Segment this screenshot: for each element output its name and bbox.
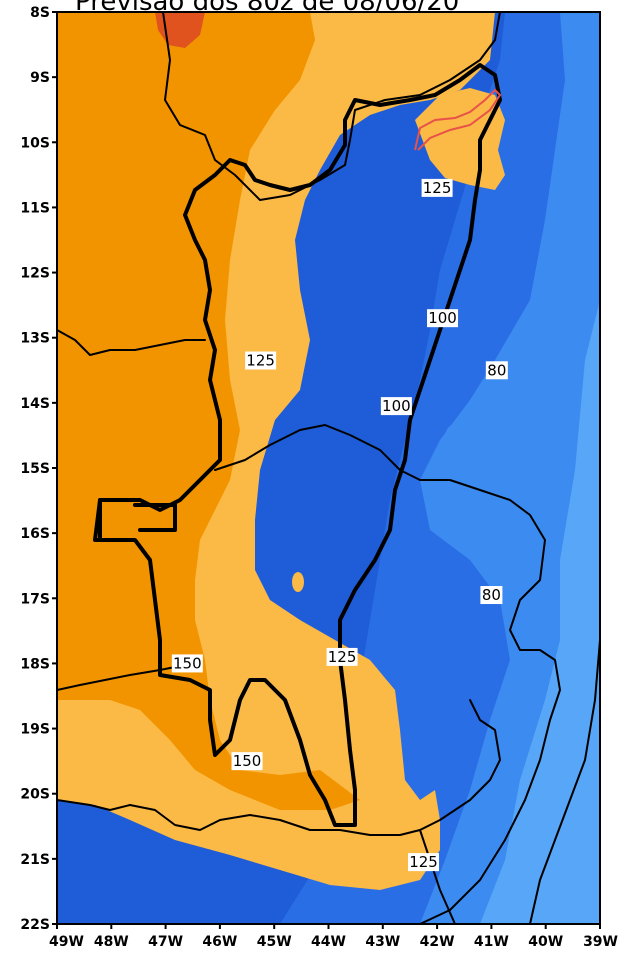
contour-label-text: 80 (482, 586, 501, 604)
axis-ticks: 8S 9S 10S 11S 12S 13S 14S 15S 16S 17S 18S 19S 20S 21S… (20, 5, 618, 950)
contour-label-text: 80 (487, 361, 506, 379)
contour-label-box (326, 647, 358, 666)
contour-label-text: 100 (382, 397, 411, 415)
contour-label: 150 (231, 752, 263, 771)
contour-label: 125 (326, 647, 358, 666)
contour-label-box (485, 361, 508, 380)
field-orange-region (57, 12, 360, 810)
y-tick-label: 9S (30, 70, 50, 86)
x-tick-label: 40W (528, 934, 563, 950)
state-border (57, 664, 186, 691)
y-tick-label: 16S (20, 526, 50, 542)
field-light-blue-patch (446, 423, 474, 443)
contour-label-text: 125 (423, 179, 452, 197)
y-tick-label: 19S (20, 722, 50, 738)
field-fill-layer (57, 12, 600, 924)
border-layer (57, 12, 600, 924)
y-tick-label: 13S (20, 331, 50, 347)
contour-label-text: 125 (409, 853, 438, 871)
state-border (57, 329, 206, 356)
state-border (57, 699, 501, 836)
contour-label: 100 (427, 309, 459, 328)
contour-label-box (245, 351, 277, 370)
y-tick-label: 20S (20, 787, 50, 803)
y-tick-label: 11S (20, 200, 50, 216)
field-yellow-patch-north (415, 88, 505, 190)
y-tick-label: 17S (20, 591, 50, 607)
contour-label-box (427, 309, 459, 328)
contour-label-box (380, 397, 412, 416)
field-yellow-island (292, 572, 304, 592)
x-tick-label: 45W (257, 934, 292, 950)
y-tick-label: 22S (20, 917, 50, 933)
x-tick-label: 43W (365, 934, 400, 950)
contour-label-text: 100 (428, 309, 457, 327)
contour-label-box (408, 853, 440, 872)
contour-label-text: 125 (328, 648, 357, 666)
y-tick-label: 18S (20, 656, 50, 672)
river-layer (414, 88, 502, 151)
x-tick-label: 39W (583, 934, 618, 950)
x-tick-label: 41W (474, 934, 509, 950)
basin-border (98, 498, 177, 542)
y-tick-label: 12S (20, 266, 50, 282)
x-tick-label: 49W (49, 934, 84, 950)
x-tick-label: 48W (94, 934, 129, 950)
basin-border (93, 63, 502, 827)
x-tick-label: 47W (148, 934, 183, 950)
contour-label: 100 (380, 397, 412, 416)
field-orange-patch (155, 426, 195, 454)
y-tick-label: 14S (20, 396, 50, 412)
contour-label: 80 (485, 361, 508, 380)
x-tick-label: 46W (202, 934, 237, 950)
y-tick-label: 8S (30, 5, 50, 21)
contour-label-text: 125 (246, 352, 275, 370)
y-tick-label: 10S (20, 135, 50, 151)
y-tick-label: 21S (20, 852, 50, 868)
contour-label: 150 (171, 654, 203, 673)
contour-labels: 125 100 80 125 100 80 150 125 150 125 (171, 178, 508, 872)
contour-label-box (421, 178, 453, 197)
contour-label-text: 150 (233, 752, 262, 770)
state-border (419, 829, 456, 924)
contour-label-text: 150 (173, 654, 202, 672)
x-tick-label: 42W (420, 934, 455, 950)
contour-label: 80 (480, 586, 503, 605)
x-tick-label: 44W (311, 934, 346, 950)
contour-label: 125 (408, 853, 440, 872)
state-border (529, 639, 600, 924)
river-line (414, 88, 502, 151)
contour-label-box (171, 654, 203, 673)
contour-label: 125 (245, 351, 277, 370)
contour-label-box (480, 586, 503, 605)
contour-label: 125 (421, 178, 453, 197)
y-tick-label: 15S (20, 461, 50, 477)
state-border (214, 424, 561, 924)
contour-label-box (231, 752, 263, 771)
